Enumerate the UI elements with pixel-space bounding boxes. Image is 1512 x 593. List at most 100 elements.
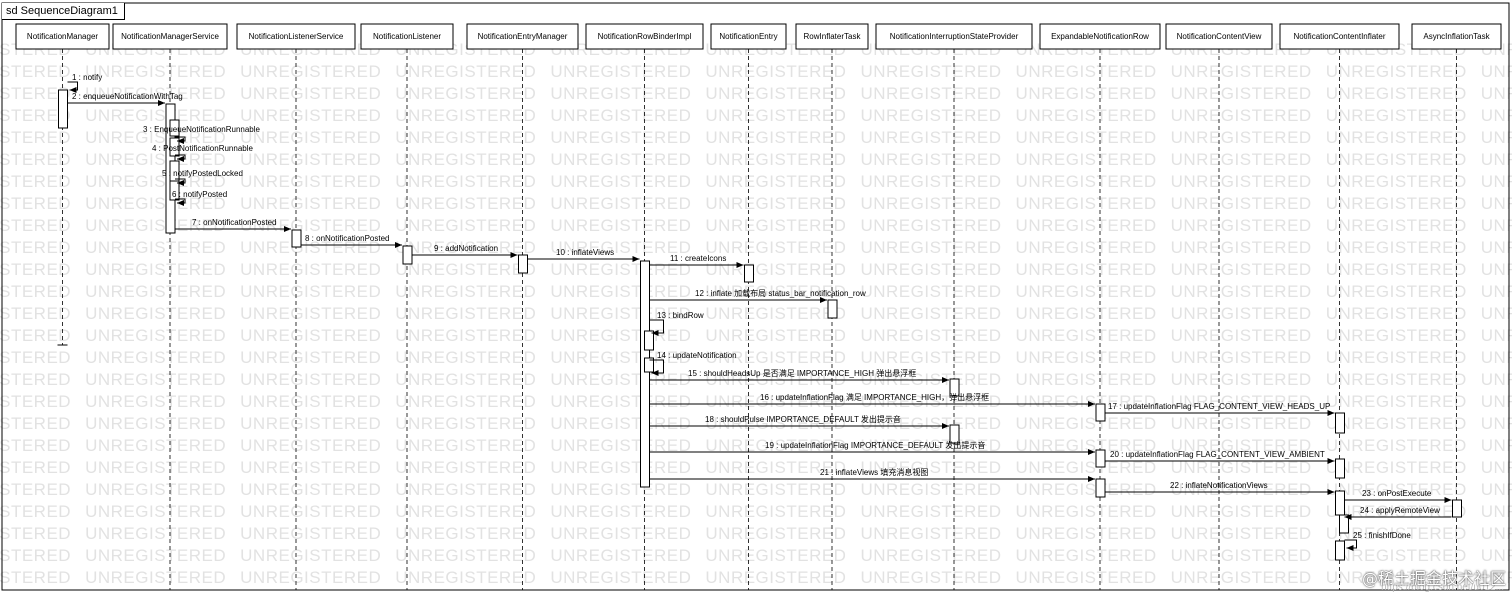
activation-bar xyxy=(744,264,754,283)
message-arrowhead xyxy=(1346,545,1354,551)
message-arrowhead xyxy=(1327,489,1335,495)
message-arrowhead xyxy=(177,156,184,162)
lifeline-box-nls xyxy=(236,23,356,50)
message-arrowhead xyxy=(177,138,184,144)
message-arrowhead xyxy=(632,256,640,262)
message-label-4: 4 : PostNotificationRunnable xyxy=(152,144,254,153)
message-label-22: 22 : inflateNotificationViews xyxy=(1170,481,1268,490)
lifeline-name-nl: NotificationListener xyxy=(373,32,441,41)
message-arrowhead xyxy=(820,297,827,303)
activation-bar xyxy=(1095,403,1106,422)
lifeline-name-nls: NotificationListenerService xyxy=(249,32,344,41)
activation-bar xyxy=(949,424,960,444)
lifeline-name-enr: ExpandableNotificationRow xyxy=(1051,32,1149,41)
activation-bar xyxy=(1335,458,1345,479)
activation-bar xyxy=(1452,499,1462,518)
message-label-13: 13 : bindRow xyxy=(657,311,704,320)
message-label-1: 1 : notify xyxy=(72,73,102,82)
message-label-25: 25 : finishIfDone xyxy=(1353,531,1411,540)
message-label-9: 9 : addNotification xyxy=(434,244,498,253)
activation-bar xyxy=(949,378,960,397)
message-arrowhead xyxy=(1088,401,1095,407)
message-label-14: 14 : updateNotification xyxy=(657,351,737,360)
activation-bar xyxy=(58,89,68,129)
message-label-5: 5 : notifyPostedLocked xyxy=(162,169,243,178)
message-label-19: 19 : updateInflationFlag IMPORTANCE_DEFA… xyxy=(765,440,985,450)
message-label-12: 12 : inflate 加载布局 status_bar_notificatio… xyxy=(695,288,866,298)
message-label-16: 16 : updateInflationFlag 满足 IMPORTANCE_H… xyxy=(760,392,989,402)
lifeline-box-nci xyxy=(1279,23,1400,50)
message-label-23: 23 : onPostExecute xyxy=(1362,489,1432,498)
lifeline-box-enr xyxy=(1039,23,1161,50)
activation-bar xyxy=(169,137,180,157)
message-arrowhead xyxy=(177,180,184,186)
message-arrowhead xyxy=(1327,458,1335,464)
message-label-21: 21 : inflateViews 填充消息视图 xyxy=(820,467,928,477)
activation-bar xyxy=(518,254,528,274)
lifeline-box-nisp xyxy=(875,23,1033,50)
lifeline-name-rit: RowInflaterTask xyxy=(804,32,862,41)
lifeline-box-nl xyxy=(360,23,454,50)
activation-bar xyxy=(1339,514,1349,534)
corner-watermark-url: https://blog.csdn.net/u012... xyxy=(1381,582,1504,593)
message-arrowhead xyxy=(942,423,949,429)
message-arrowhead xyxy=(651,330,659,336)
lifeline-name-ncv: NotificationContentView xyxy=(1177,32,1262,41)
message-label-3: 3 : EnqueueNotificationRunnable xyxy=(143,125,261,134)
message-arrowhead xyxy=(510,252,518,258)
message-label-24: 24 : applyRemoteView xyxy=(1360,506,1440,515)
message-arrowhead xyxy=(158,100,165,106)
activation-bar xyxy=(1095,449,1106,468)
message-arrowhead xyxy=(942,377,949,383)
corner-watermark: @稀土掘金技术社区 xyxy=(1361,569,1506,588)
activation-bar xyxy=(291,229,302,248)
lifeline-box-nrbi xyxy=(585,23,704,50)
message-label-15: 15 : shouldHeadsUp 是否满足 IMPORTANCE_HIGH … xyxy=(688,368,916,378)
activation-bar xyxy=(169,119,180,137)
message-arrowhead xyxy=(1327,410,1335,416)
activation-bar xyxy=(169,180,180,201)
activation-bar xyxy=(640,260,650,488)
activation-bar xyxy=(1335,412,1345,434)
message-arrowhead xyxy=(651,370,659,376)
message-label-7: 7 : onNotificationPosted xyxy=(192,218,277,227)
message-label-6: 6 : notifyPosted xyxy=(172,190,227,199)
message-arrowhead xyxy=(395,242,402,248)
message-label-20: 20 : updateInflationFlag FLAG_CONTENT_VI… xyxy=(1110,450,1325,459)
lifeline-box-rit xyxy=(795,23,869,50)
lifeline-name-nisp: NotificationInterruptionStateProvider xyxy=(890,32,1019,41)
activation-bar xyxy=(827,299,838,319)
lifeline-name-nci: NotificationContentInflater xyxy=(1293,32,1385,41)
message-arrowhead xyxy=(69,87,77,93)
activation-bar xyxy=(1095,478,1106,498)
activation-bar xyxy=(1335,490,1345,516)
lifeline-name-nem: NotificationEntryManager xyxy=(478,32,568,41)
activation-bar xyxy=(644,357,654,373)
message-label-11: 11 : createIcons xyxy=(670,254,726,263)
lifeline-box-nm xyxy=(15,23,110,50)
message-arrowhead xyxy=(177,200,184,206)
message-label-2: 2 : enqueueNotificationWithTag xyxy=(72,92,183,101)
message-arrowhead xyxy=(1444,497,1452,503)
message-label-10: 10 : inflateViews xyxy=(556,248,614,257)
message-label-17: 17 : updateInflationFlag FLAG_CONTENT_VI… xyxy=(1108,402,1330,411)
lifeline-box-nem xyxy=(466,23,579,50)
lifeline-box-ncv xyxy=(1165,23,1273,50)
message-arrowhead xyxy=(736,262,744,268)
lifeline-name-nms: NotificationManagerService xyxy=(121,32,219,41)
lifeline-box-ait xyxy=(1411,23,1502,50)
lifeline-box-ne xyxy=(710,23,787,50)
frame-title: sd SequenceDiagram1 xyxy=(2,3,125,20)
lifeline-name-ne: NotificationEntry xyxy=(719,32,777,41)
message-arrowhead xyxy=(1344,514,1352,520)
message-label-8: 8 : onNotificationPosted xyxy=(305,234,390,243)
activation-bar xyxy=(644,330,654,351)
lifeline-name-nrbi: NotificationRowBinderImpl xyxy=(598,32,692,41)
lifeline-name-ait: AsyncInflationTask xyxy=(1423,32,1490,41)
message-arrowhead xyxy=(1088,476,1095,482)
message-label-18: 18 : shouldPulse IMPORTANCE_DEFAULT 发出提示… xyxy=(705,414,901,424)
message-arrowhead xyxy=(1088,449,1095,455)
